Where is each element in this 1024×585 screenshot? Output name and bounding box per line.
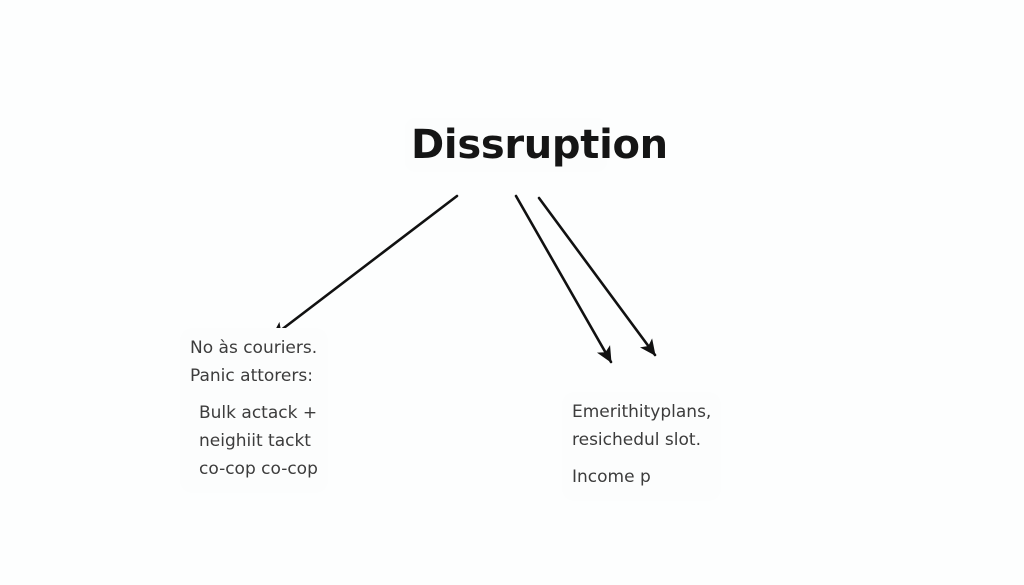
right-note-line-1: Emerithityplans, <box>572 402 712 422</box>
page-title: Dissruption <box>405 118 668 172</box>
left-note-block: No às couriers. Panic attorers: Bulk act… <box>180 328 328 493</box>
left-note-line-2: Panic attorers: <box>190 366 313 386</box>
left-note-detail-2: neighiit tackt <box>199 431 311 451</box>
arrow-to-right-note-inner <box>514 194 613 364</box>
left-note-detail-1: Bulk actack + <box>199 403 318 423</box>
right-note-line-2: resichedul slot. <box>572 430 701 450</box>
left-note-detail-3: co-cop co-cop <box>199 459 318 479</box>
left-note-line-1: No às couriers. <box>190 338 318 358</box>
right-note-spacer <box>572 454 711 463</box>
arrow-to-right-note-outer <box>537 196 657 357</box>
arrow-to-left-note <box>270 194 459 339</box>
left-note-spacer <box>190 390 318 399</box>
right-note-block: Emerithityplans, resichedul slot. Income… <box>562 392 722 501</box>
right-note-detail-1: Income p <box>572 467 651 487</box>
